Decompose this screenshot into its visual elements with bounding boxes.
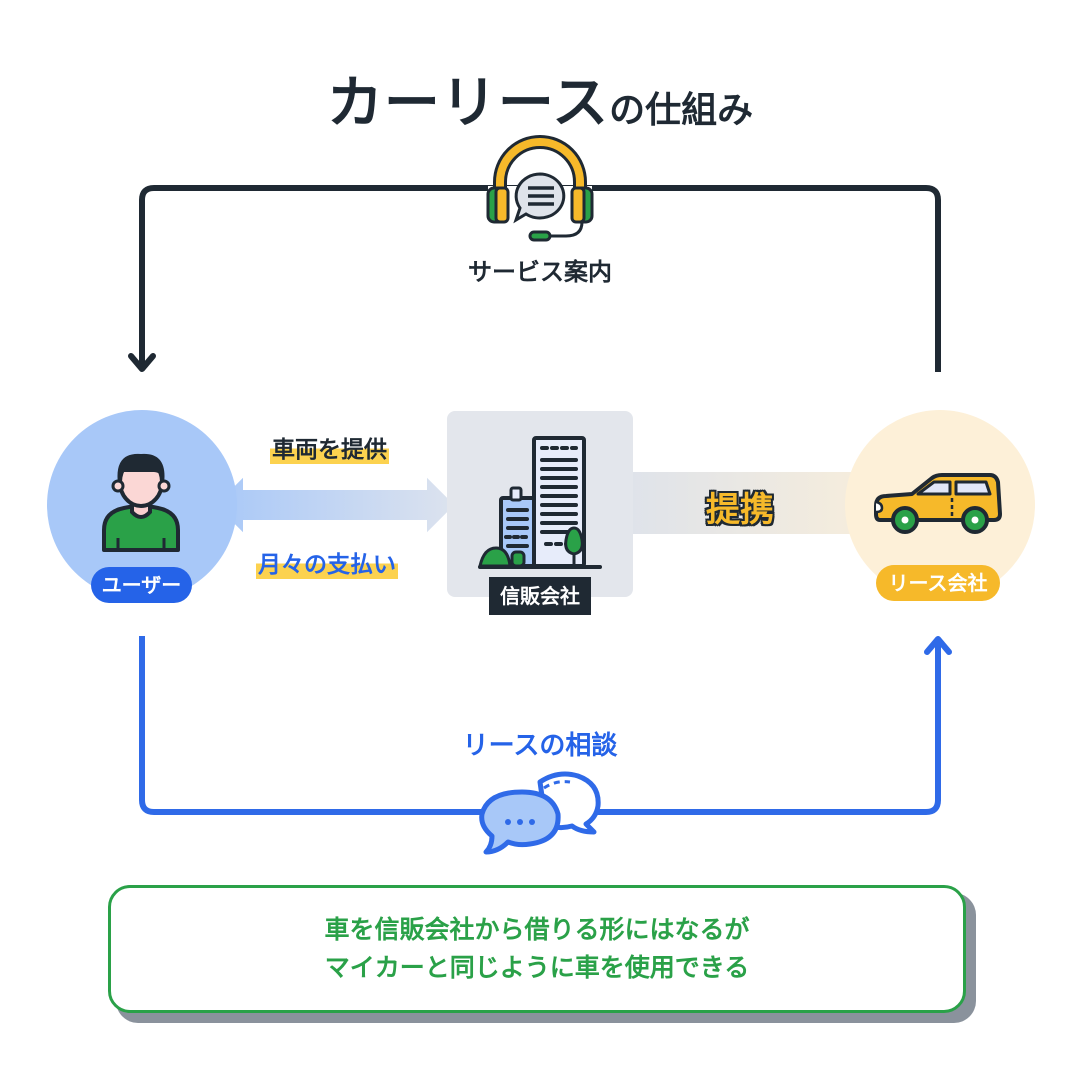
summary-note-line-1: 車を信販会社から借りる形にはなるが (324, 915, 750, 944)
bidirectional-arrow (210, 470, 460, 540)
lease-company-badge: リース会社 (876, 565, 1000, 601)
person-icon (102, 453, 180, 552)
partnership-label: 提携 (706, 490, 774, 530)
page-title-suffix: の仕組み (609, 90, 754, 131)
service-guide-arrowhead (128, 353, 156, 372)
page-title: カーリースの仕組み (0, 58, 1080, 139)
chat-bubbles-icon (479, 771, 601, 855)
user-badge: ユーザー (91, 567, 192, 603)
service-guide-label: サービス案内 (468, 258, 612, 286)
credit-company-badge: 信販会社 (489, 577, 591, 615)
consultation-label: リースの相談 (462, 731, 618, 761)
car-icon (874, 473, 1002, 534)
headset-chat-icon (486, 135, 594, 242)
consultation-arrowhead (924, 636, 952, 655)
monthly-payment-label: 月々の支払い (256, 545, 398, 579)
summary-note: 車を信販会社から借りる形にはなるが マイカーと同じように車を使用できる (108, 885, 966, 1013)
summary-note-line-2: マイカーと同じように車を使用できる (324, 953, 750, 982)
office-building-icon (478, 436, 602, 569)
page-title-main: カーリース (326, 71, 610, 136)
vehicle-provision-label: 車両を提供 (270, 430, 389, 464)
